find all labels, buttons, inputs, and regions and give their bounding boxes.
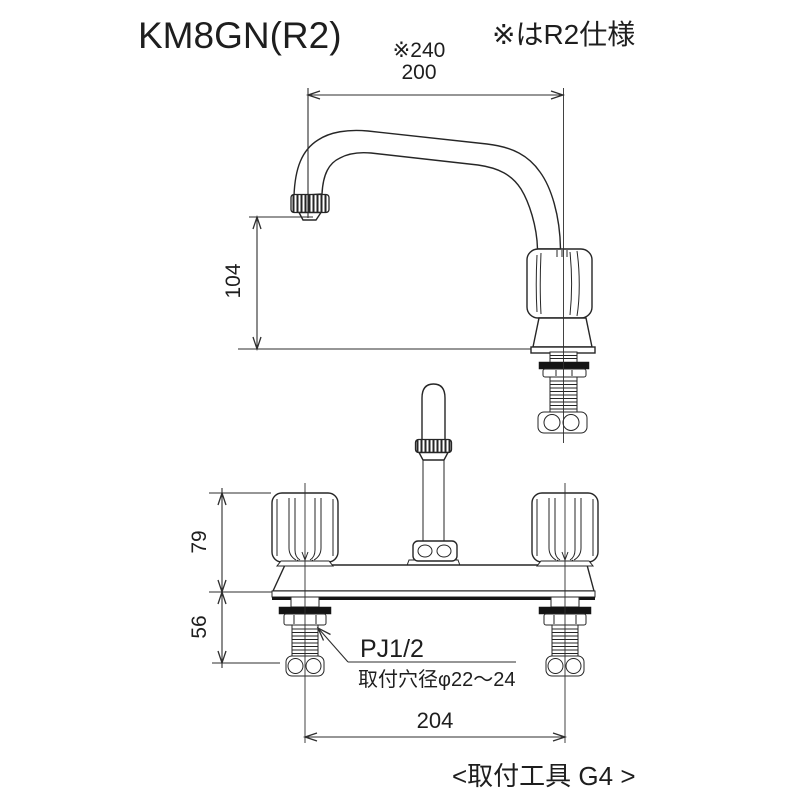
spout-side-view — [238, 129, 596, 434]
aerator-knurl-band — [290, 193, 330, 214]
dimension-center-distance: 204 — [302, 708, 568, 742]
mounting-tool-footer: <取付工具 G4 > — [452, 761, 636, 791]
deck-body — [271, 564, 595, 592]
aerator-tip — [297, 211, 323, 221]
dim-204-label: 204 — [417, 708, 454, 733]
thread-callout: PJ1/2 取付穴径φ22〜24 — [316, 626, 516, 691]
dim-79-label: 79 — [188, 530, 211, 553]
center-column — [406, 383, 461, 566]
r2-spec-note: ※はR2仕様 — [492, 19, 635, 50]
spout-tube-outer — [293, 129, 562, 250]
dim-200-label: 200 — [401, 61, 436, 84]
mounting-hole-label: 取付穴径φ22〜24 — [358, 668, 515, 691]
dim-240-label: ※240 — [393, 39, 446, 62]
dim-56-label: 56 — [188, 615, 211, 638]
deck-base-band — [271, 590, 596, 598]
thread-size-label: PJ1/2 — [360, 635, 424, 663]
dim-104-label: 104 — [222, 263, 245, 298]
column-knurl-nut — [414, 438, 453, 454]
right-handle-flutes — [536, 498, 594, 564]
model-number-title: KM8GN(R2) — [138, 15, 342, 56]
left-handle-flutes — [276, 498, 334, 564]
dimension-top-reach: ※240 200 — [305, 39, 566, 218]
dimension-body-height: 79 56 — [188, 488, 280, 668]
column-flange — [412, 540, 458, 562]
dimension-spout-height: 104 — [222, 214, 313, 352]
column-collar — [417, 451, 450, 461]
centerlines — [304, 88, 566, 743]
spout-shank-nut — [542, 368, 587, 378]
spout-escutcheon-cone — [532, 317, 593, 348]
spout-nut-flutes — [535, 250, 580, 317]
column-dome — [421, 383, 446, 442]
spout-shank-washer — [538, 361, 590, 370]
